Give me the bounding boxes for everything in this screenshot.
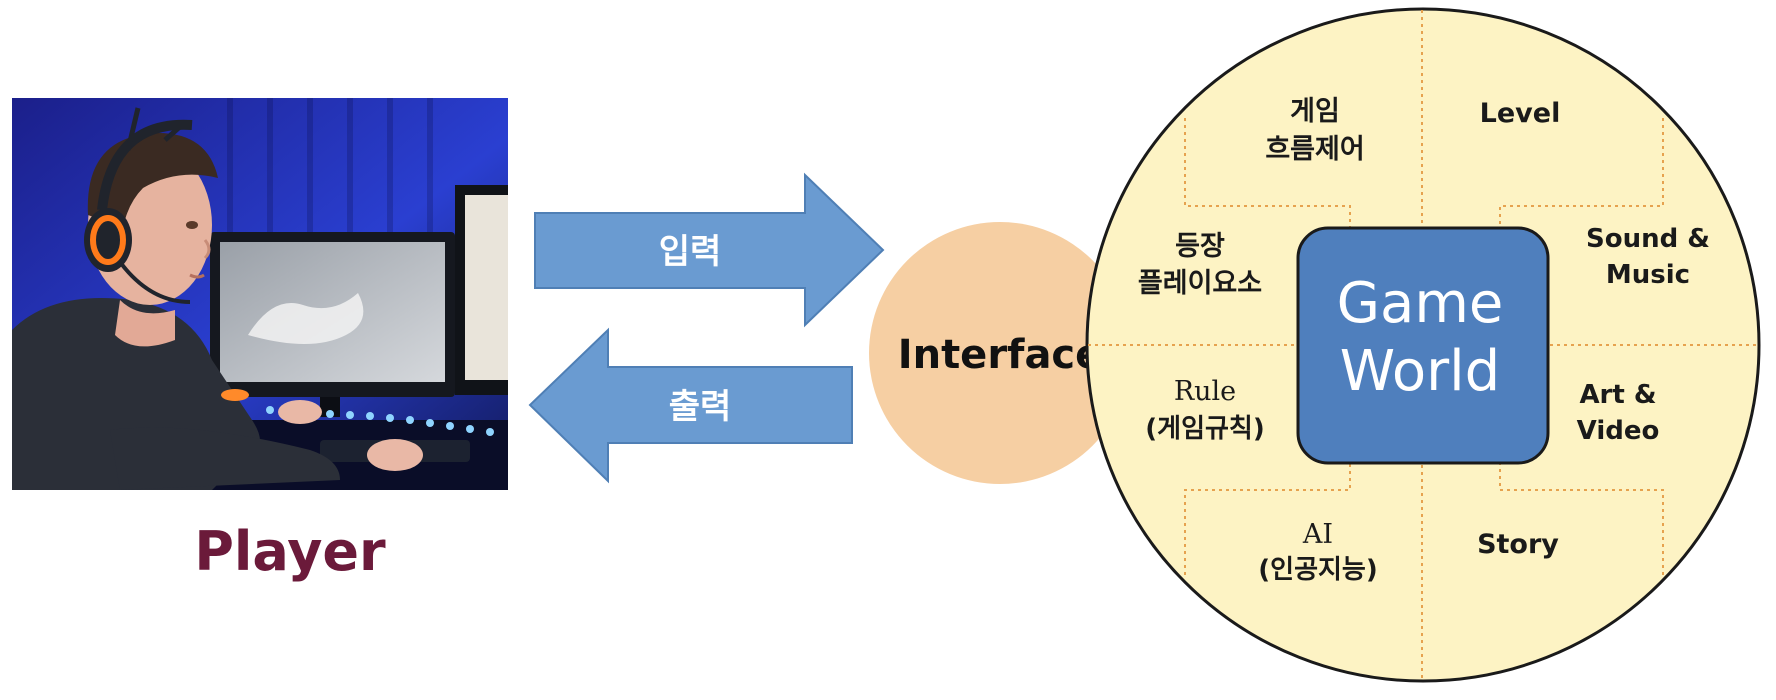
section-art-video-line2: Video [1577, 416, 1660, 446]
game-world-label-line2: World [1340, 339, 1500, 404]
interface-label: Interface [898, 332, 1103, 378]
output-arrow-label: 출력 [669, 387, 732, 427]
interface-node: Interface [869, 222, 1131, 484]
player-photo [12, 98, 508, 490]
section-sound-music-line1: Sound & [1586, 224, 1710, 254]
output-arrow: 출력 [528, 327, 853, 484]
section-rule-line1: Rule [1174, 376, 1236, 407]
section-flow-control-line2: 흐름제어 [1265, 134, 1364, 165]
section-art-video-line1: Art & [1579, 380, 1656, 410]
section-elements-line1: 등장 [1175, 231, 1225, 262]
section-elements-line2: 플레이요소 [1138, 268, 1262, 299]
game-world-label-line1: Game [1337, 271, 1504, 336]
player-label: Player [194, 520, 386, 583]
input-arrow: 입력 [534, 172, 885, 328]
section-story: Story [1477, 529, 1559, 560]
section-flow-control-line1: 게임 [1290, 96, 1340, 127]
section-level: Level [1480, 98, 1561, 129]
game-world-circle: Game World 게임 흐름제어 Level 등장 플레이요소 Sound … [1085, 7, 1761, 683]
input-arrow-label: 입력 [659, 232, 722, 272]
section-ai-line1: AI [1302, 519, 1333, 550]
section-ai-line2: (인공지능) [1258, 555, 1377, 585]
game-world-core [1296, 226, 1550, 465]
section-rule-line2: (게임규칙) [1145, 414, 1264, 444]
section-sound-music-line2: Music [1606, 260, 1690, 290]
